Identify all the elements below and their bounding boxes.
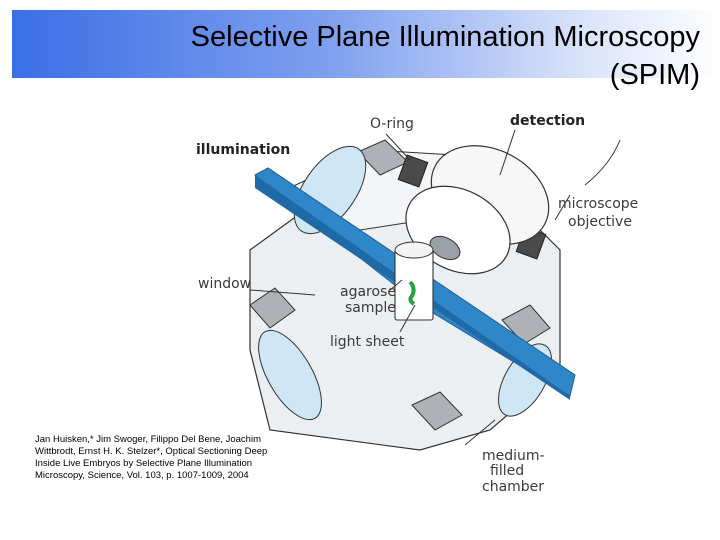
label-medium-1: medium- (482, 448, 545, 464)
label-detection: detection (510, 113, 585, 129)
slide-title: Selective Plane Illumination Microscopy … (60, 18, 700, 94)
label-illumination: illumination (196, 142, 290, 158)
sample-tube-top (394, 241, 434, 259)
window-left (258, 329, 322, 421)
title-bar (12, 10, 720, 78)
leader-lines (249, 129, 621, 446)
label-medium-2: filled (490, 463, 524, 479)
title-line-2: (SPIM) (609, 59, 700, 91)
label-microscope-objective-1: microscope (558, 196, 638, 212)
label-agarose-1: agarose (340, 284, 396, 300)
o-ring-post-top (397, 154, 429, 188)
sample-specimen (408, 280, 416, 306)
label-light-sheet: light sheet (330, 334, 405, 350)
corner-block-bottom (411, 391, 463, 431)
label-window: window (198, 276, 251, 292)
label-microscope-objective-2: objective (568, 214, 632, 230)
citation: Jan Huisken,* Jim Swoger, Filippo Del Be… (35, 434, 268, 481)
corner-block-left (249, 287, 296, 329)
label-o-ring: O-ring (370, 116, 414, 132)
title-line-1: Selective Plane Illumination Microscopy (190, 21, 700, 53)
label-agarose-2: sample (345, 300, 396, 316)
spim-diagram: O-ring detection illumination microscope… (196, 113, 638, 495)
objective-lens (429, 235, 461, 261)
label-medium-3: chamber (482, 479, 544, 495)
